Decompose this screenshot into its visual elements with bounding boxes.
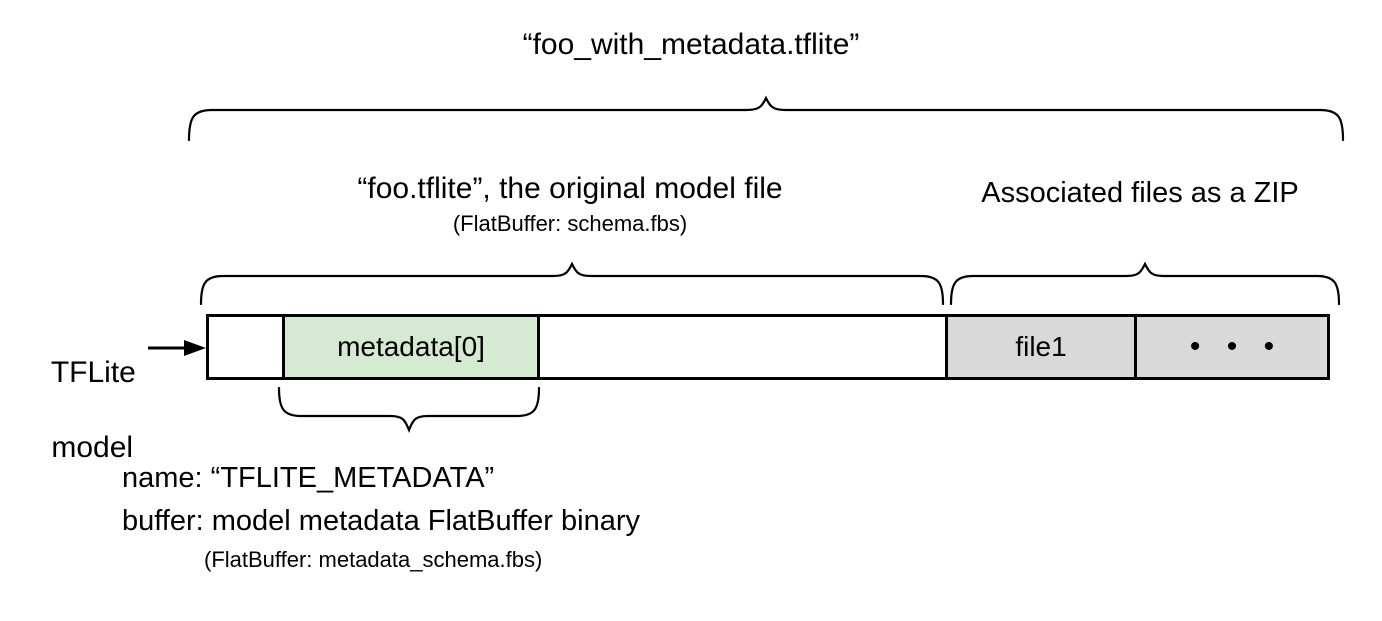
caption-associated-files: Associated files as a ZIP — [981, 177, 1299, 209]
cell-ellipsis: • • • — [1137, 317, 1327, 377]
cell-metadata-0: metadata[0] — [282, 317, 540, 377]
side-label-line-2: model — [51, 430, 134, 464]
cell-blank-middle — [540, 317, 945, 377]
caption-original-model-schema: (FlatBuffer: schema.fbs) — [452, 211, 688, 236]
metadata-name-line: name: “TFLITE_METADATA” — [122, 462, 495, 494]
cell-file1: file1 — [945, 317, 1137, 377]
metadata-buffer-line: buffer: model metadata FlatBuffer binary — [122, 505, 640, 537]
arrow-right-icon — [148, 338, 208, 358]
cell-blank-left — [209, 317, 282, 377]
side-label: TFLite model — [18, 316, 148, 504]
curly-brace-up-icon-zip — [949, 261, 1341, 306]
page-title: “foo_with_metadata.tflite” — [522, 28, 860, 61]
caption-original-model: “foo.tflite”, the original model file — [357, 172, 783, 205]
metadata-schema-line: (FlatBuffer: metadata_schema.fbs) — [204, 547, 543, 572]
curly-brace-up-icon-model — [199, 261, 945, 306]
curly-brace-up-icon — [187, 95, 1345, 142]
side-label-line-1: TFLite — [50, 355, 136, 389]
tflite-model-strip: metadata[0] file1 • • • — [206, 314, 1330, 380]
curly-brace-down-icon — [277, 386, 541, 433]
